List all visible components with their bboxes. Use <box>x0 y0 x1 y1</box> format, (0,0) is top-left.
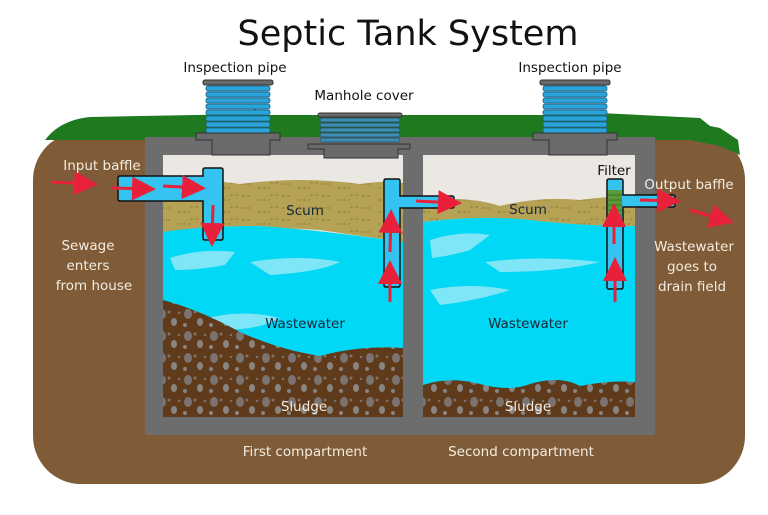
label-input-baffle: Input baffle <box>63 158 140 174</box>
label-wastewater-1: Wastewater <box>265 316 345 332</box>
label-filter: Filter <box>597 163 631 179</box>
arrow-down <box>200 204 225 247</box>
label-sewage-line-3: from house <box>56 278 132 294</box>
label-second-compartment: Second compartment <box>448 444 594 460</box>
diagram-title: Septic Tank System <box>238 14 579 54</box>
label-drain-line-2: goes to <box>667 259 717 275</box>
arrow-in-1 <box>51 171 98 196</box>
flow-arrows <box>51 171 734 302</box>
label-sewage-line-2: enters <box>66 258 109 274</box>
label-sewage-line-1: Sewage <box>61 238 114 254</box>
arrow-up-1b <box>378 209 403 253</box>
water-layer-2 <box>423 217 635 417</box>
arrow-out-mid <box>415 190 462 215</box>
label-scum-1: Scum <box>286 203 324 219</box>
label-manhole-cover: Manhole cover <box>314 88 414 104</box>
label-inspection-pipe-left: Inspection pipe <box>183 60 286 76</box>
label-sludge-1: Sludge <box>281 399 327 415</box>
arrow-in-2 <box>111 176 156 201</box>
label-sludge-2: Sludge <box>505 399 551 415</box>
label-drain-line-1: Wastewater <box>654 239 734 255</box>
arrow-out-1 <box>639 188 681 213</box>
second-compartment-interior <box>423 155 635 417</box>
sludge-layer-1 <box>163 300 403 417</box>
label-output-baffle: Output baffle <box>644 177 733 193</box>
label-wastewater-2: Wastewater <box>488 316 568 332</box>
label-drain-line-3: drain field <box>658 279 726 295</box>
arrow-in-3 <box>162 175 206 200</box>
manhole-cover <box>307 112 411 159</box>
label-first-compartment: First compartment <box>243 444 368 460</box>
label-scum-2: Scum <box>509 202 547 218</box>
sludge-layer-2 <box>423 379 635 417</box>
scum-layer-2 <box>423 196 635 226</box>
inspection-pipe-right <box>532 79 618 156</box>
arrow-out-2 <box>689 204 734 228</box>
label-inspection-pipe-right: Inspection pipe <box>518 60 621 76</box>
inspection-pipe-left <box>195 79 281 156</box>
first-compartment-interior <box>163 155 403 417</box>
